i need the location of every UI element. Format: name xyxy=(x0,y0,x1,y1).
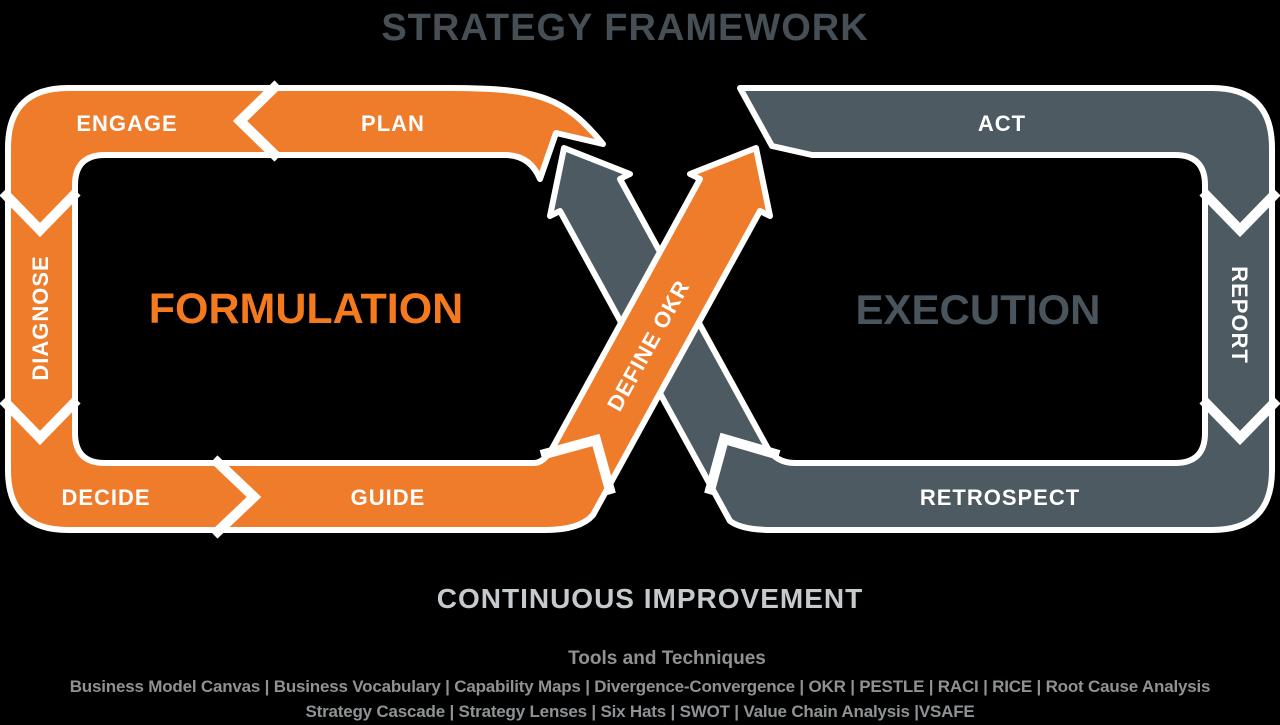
step-retrospect-label: RETROSPECT xyxy=(920,485,1080,510)
chevron-down-icon xyxy=(1199,188,1280,238)
chevron-down-icon xyxy=(1199,396,1280,446)
step-report-label: REPORT xyxy=(1227,266,1252,364)
chevron-down-icon xyxy=(0,396,81,446)
tools-line-2: Strategy Cascade | Strategy Lenses | Six… xyxy=(305,702,974,721)
step-engage-label: ENGAGE xyxy=(76,111,177,136)
chevron-up-right-icon xyxy=(539,433,616,496)
step-act-label: ACT xyxy=(978,111,1026,136)
chevron-right-icon xyxy=(210,455,262,539)
step-plan-label: PLAN xyxy=(361,111,425,136)
formulation-loop-ribbon xyxy=(5,85,773,533)
execution-title: EXECUTION xyxy=(855,286,1100,333)
continuous-improvement-label: CONTINUOUS IMPROVEMENT xyxy=(437,583,863,614)
page-title: STRATEGY FRAMEWORK xyxy=(381,7,868,49)
step-decide-label: DECIDE xyxy=(61,485,150,510)
chevron-down-icon xyxy=(0,188,81,238)
step-guide-label: GUIDE xyxy=(351,485,426,510)
tools-heading: Tools and Techniques xyxy=(568,648,766,669)
execution-loop-ribbon xyxy=(547,85,1275,533)
chevron-up-left-icon xyxy=(704,432,781,496)
step-diagnose-label: DIAGNOSE xyxy=(28,255,53,380)
tools-line-1: Business Model Canvas | Business Vocabul… xyxy=(70,677,1211,696)
formulation-title: FORMULATION xyxy=(149,285,463,333)
chevron-left-icon xyxy=(232,80,282,162)
